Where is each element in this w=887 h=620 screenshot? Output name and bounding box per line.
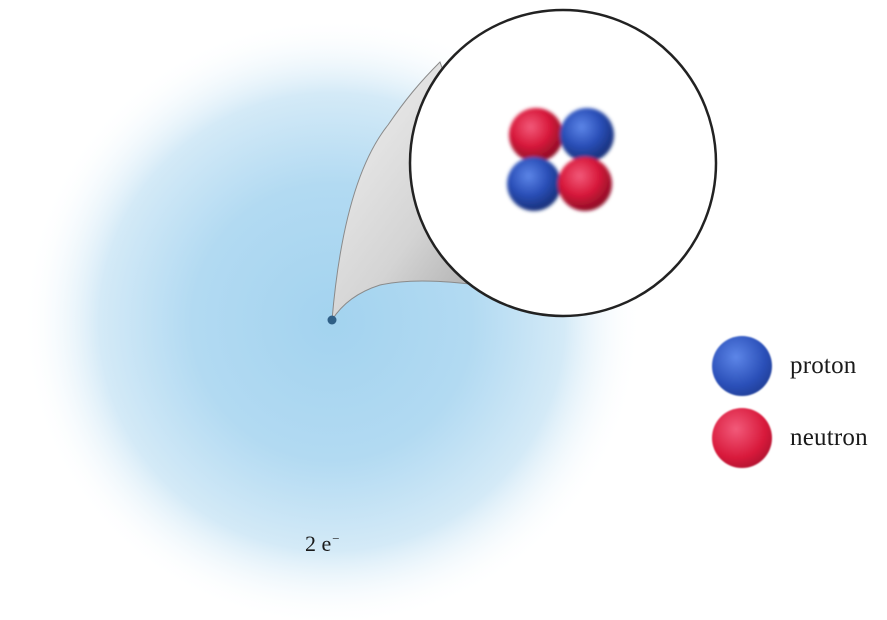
legend-proton: proton <box>712 336 856 396</box>
nucleus-neutron <box>558 157 612 211</box>
nucleus-neutron <box>509 108 563 162</box>
nucleus-proton <box>507 157 561 211</box>
legend-neutron: neutron <box>712 408 868 468</box>
legend-label-proton: proton <box>790 352 857 379</box>
neutron-icon <box>712 408 772 468</box>
nucleus-dot <box>327 315 337 325</box>
electron-count-label: 2 e− <box>305 531 340 557</box>
legend-label-neutron: neutron <box>790 424 868 451</box>
nucleus <box>507 108 614 211</box>
electron-charge: − <box>332 531 340 546</box>
nucleus-proton <box>560 108 614 162</box>
magnifier-lens <box>408 8 718 318</box>
electron-count-text: 2 e <box>305 531 332 556</box>
proton-icon <box>712 336 772 396</box>
